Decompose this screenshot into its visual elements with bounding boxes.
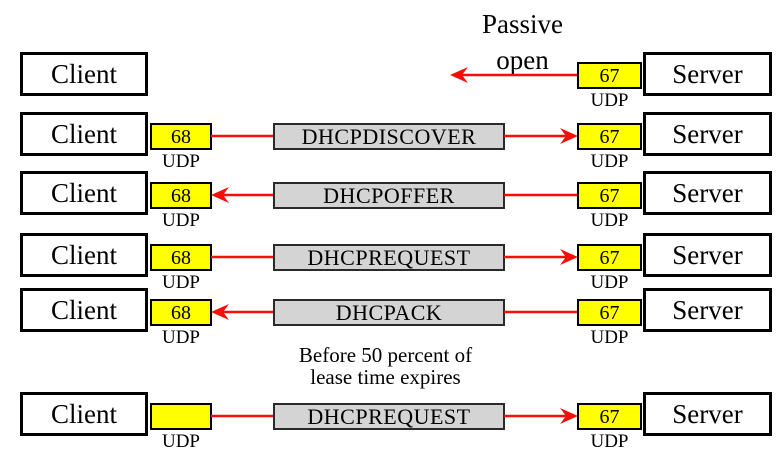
- server-box: Server: [643, 233, 772, 277]
- udp-label: UDP: [590, 151, 629, 172]
- dhcprequest-row: Client 68 UDP DHCPREQUEST 67 UDP Server: [0, 233, 779, 305]
- udp-label: UDP: [161, 210, 200, 231]
- server-box: Server: [643, 171, 772, 215]
- passive-open-arrow-left: [450, 67, 577, 83]
- dhcpoffer-row: Client 68 UDP DHCPOFFER 67 UDP Server: [0, 171, 779, 243]
- server-port-box: 67: [577, 244, 642, 271]
- server-port-box: 67: [577, 299, 642, 326]
- lease-note-line2: lease time expires: [310, 365, 461, 390]
- server-box: Server: [643, 112, 772, 156]
- udp-label: UDP: [590, 431, 629, 452]
- udp-label: UDP: [161, 431, 200, 452]
- client-box: Client: [20, 392, 148, 436]
- message-box: DHCPREQUEST: [273, 244, 505, 271]
- message-box: DHCPACK: [273, 299, 505, 326]
- client-port-box: [150, 403, 212, 430]
- passive-open-row: Client 67 UDP Server: [0, 52, 779, 124]
- client-port-box: 68: [150, 244, 212, 271]
- arrowhead-right-icon: [560, 249, 578, 265]
- arrowhead-left-icon: [450, 67, 468, 83]
- connector-line: [504, 310, 578, 314]
- udp-label: UDP: [590, 90, 629, 111]
- connector-line: [504, 193, 578, 197]
- client-box: Client: [20, 52, 148, 96]
- passive-open-line1: Passive: [482, 9, 563, 39]
- connector-arrow-right: [504, 128, 578, 144]
- dhcpack-row: Client 68 UDP DHCPACK 67 UDP Server: [0, 288, 779, 360]
- server-box: Server: [643, 52, 772, 96]
- server-box: Server: [643, 392, 772, 436]
- arrowhead-left-icon: [211, 304, 229, 320]
- udp-label: UDP: [161, 151, 200, 172]
- dhcprequest-renewal-row: Client UDP DHCPREQUEST 67 UDP Server: [0, 392, 779, 455]
- arrowhead-left-icon: [211, 187, 229, 203]
- connector-arrow-left: [211, 187, 274, 203]
- lease-time-note: Before 50 percent of lease time expires: [278, 344, 493, 388]
- arrowhead-right-icon: [560, 128, 578, 144]
- client-box: Client: [20, 171, 148, 215]
- connector-arrow-right: [504, 249, 578, 265]
- client-box: Client: [20, 112, 148, 156]
- message-box: DHCPREQUEST: [273, 403, 505, 430]
- client-port-box: 68: [150, 182, 212, 209]
- server-port-box: 67: [577, 62, 642, 89]
- dhcpdiscover-row: Client 68 UDP DHCPDISCOVER 67 UDP Server: [0, 112, 779, 184]
- message-box: DHCPDISCOVER: [273, 123, 505, 150]
- client-port-box: 68: [150, 299, 212, 326]
- connector-line: [211, 134, 274, 138]
- connector-arrow-right: [504, 408, 578, 424]
- message-box: DHCPOFFER: [273, 182, 505, 209]
- udp-label: UDP: [590, 272, 629, 293]
- udp-label: UDP: [590, 327, 629, 348]
- server-port-box: 67: [577, 182, 642, 209]
- server-port-box: 67: [577, 123, 642, 150]
- connector-arrow-left: [211, 304, 274, 320]
- server-port-box: 67: [577, 403, 642, 430]
- connector-line: [211, 414, 274, 418]
- server-box: Server: [643, 288, 772, 332]
- client-box: Client: [20, 288, 148, 332]
- connector-line: [211, 255, 274, 259]
- passive-open-note: Passive open: [440, 6, 605, 79]
- passive-open-line2: open: [496, 45, 549, 76]
- lease-note-line1: Before 50 percent of: [298, 343, 473, 367]
- client-box: Client: [20, 233, 148, 277]
- arrowhead-right-icon: [560, 408, 578, 424]
- client-port-box: 68: [150, 123, 212, 150]
- udp-label: UDP: [590, 210, 629, 231]
- udp-label: UDP: [161, 272, 200, 293]
- udp-label: UDP: [161, 327, 200, 348]
